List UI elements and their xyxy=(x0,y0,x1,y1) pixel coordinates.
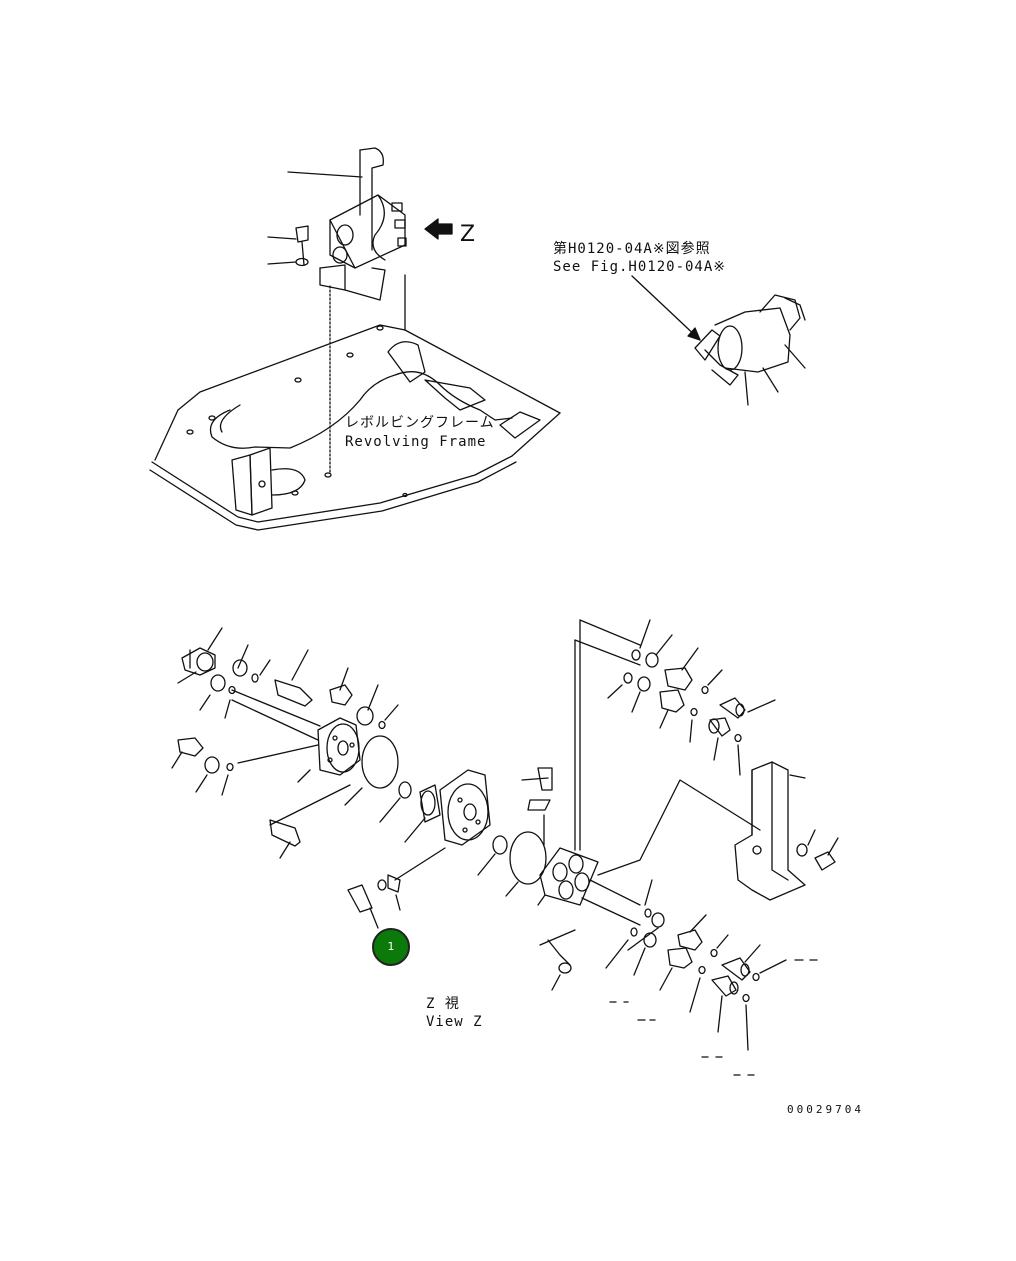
manifold-right xyxy=(522,620,760,990)
reference-note-jp: 第H0120-04A※図参照 xyxy=(553,241,711,257)
part-callout-marker[interactable]: 1 xyxy=(372,928,410,966)
part-callout-number: 1 xyxy=(387,940,395,953)
right-bracket xyxy=(735,762,838,900)
reference-note-en: See Fig.H0120-04A※ xyxy=(553,259,727,275)
leader-lines-left xyxy=(232,690,350,825)
revolving-frame xyxy=(150,275,560,530)
rotary-body xyxy=(298,718,546,896)
left-fittings-group xyxy=(172,628,398,795)
view-label-en: View Z xyxy=(426,1014,483,1030)
view-arrow-icon xyxy=(425,219,452,239)
reference-dashes xyxy=(610,960,817,1075)
right-lower-fittings xyxy=(606,880,786,1050)
view-label-jp: Z 視 xyxy=(426,996,460,1012)
right-upper-fittings xyxy=(608,620,775,775)
view-arrow-label: Z xyxy=(460,222,476,247)
pin xyxy=(270,820,445,928)
frame-label-jp: レボルビングフレーム xyxy=(345,415,495,431)
frame-label-en: Revolving Frame xyxy=(345,434,487,450)
cylinder-assembly xyxy=(632,276,805,405)
drawing-number: 00029704 xyxy=(787,1103,864,1116)
swivel-joint-bracket xyxy=(268,148,406,300)
